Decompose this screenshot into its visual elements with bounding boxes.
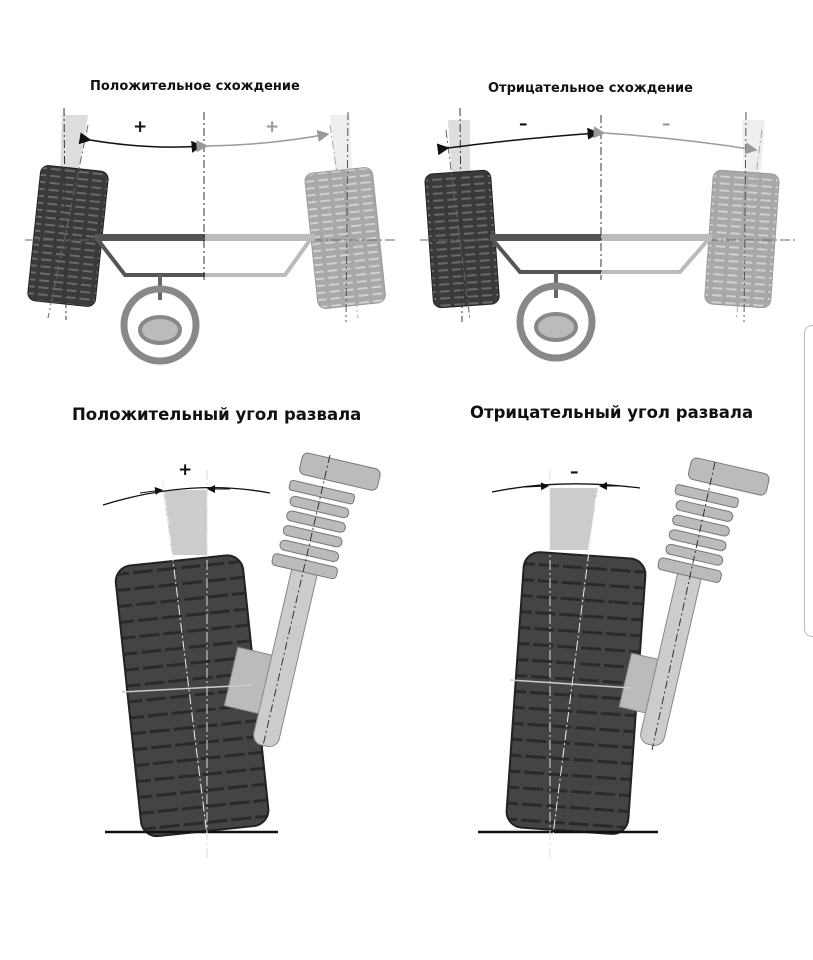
negative-toe-sign-left: – [519,114,528,134]
positive-toe-diagram [25,107,395,365]
negative-toe-diagram [420,107,795,362]
strut [223,452,381,748]
negative-toe-sign-right: – [662,114,671,134]
right-wheel-light [704,169,780,309]
negative-camber-sign: – [570,462,579,482]
negative-camber-title: Отрицательный угол развала [470,403,754,422]
positive-camber-diagram [102,452,381,860]
negative-camber-diagram [478,457,770,860]
scroll-indicator[interactable] [804,325,813,637]
positive-camber-title: Положительный угол развала [72,405,362,424]
positive-toe-sign-right: + [265,117,280,137]
negative-toe-title: Отрицательное схождение [488,81,693,96]
positive-camber-sign: + [178,460,193,480]
positive-toe-sign-left: + [133,117,148,137]
positive-toe-title: Положительное схождение [90,79,300,94]
right-wheel-light [304,167,386,309]
